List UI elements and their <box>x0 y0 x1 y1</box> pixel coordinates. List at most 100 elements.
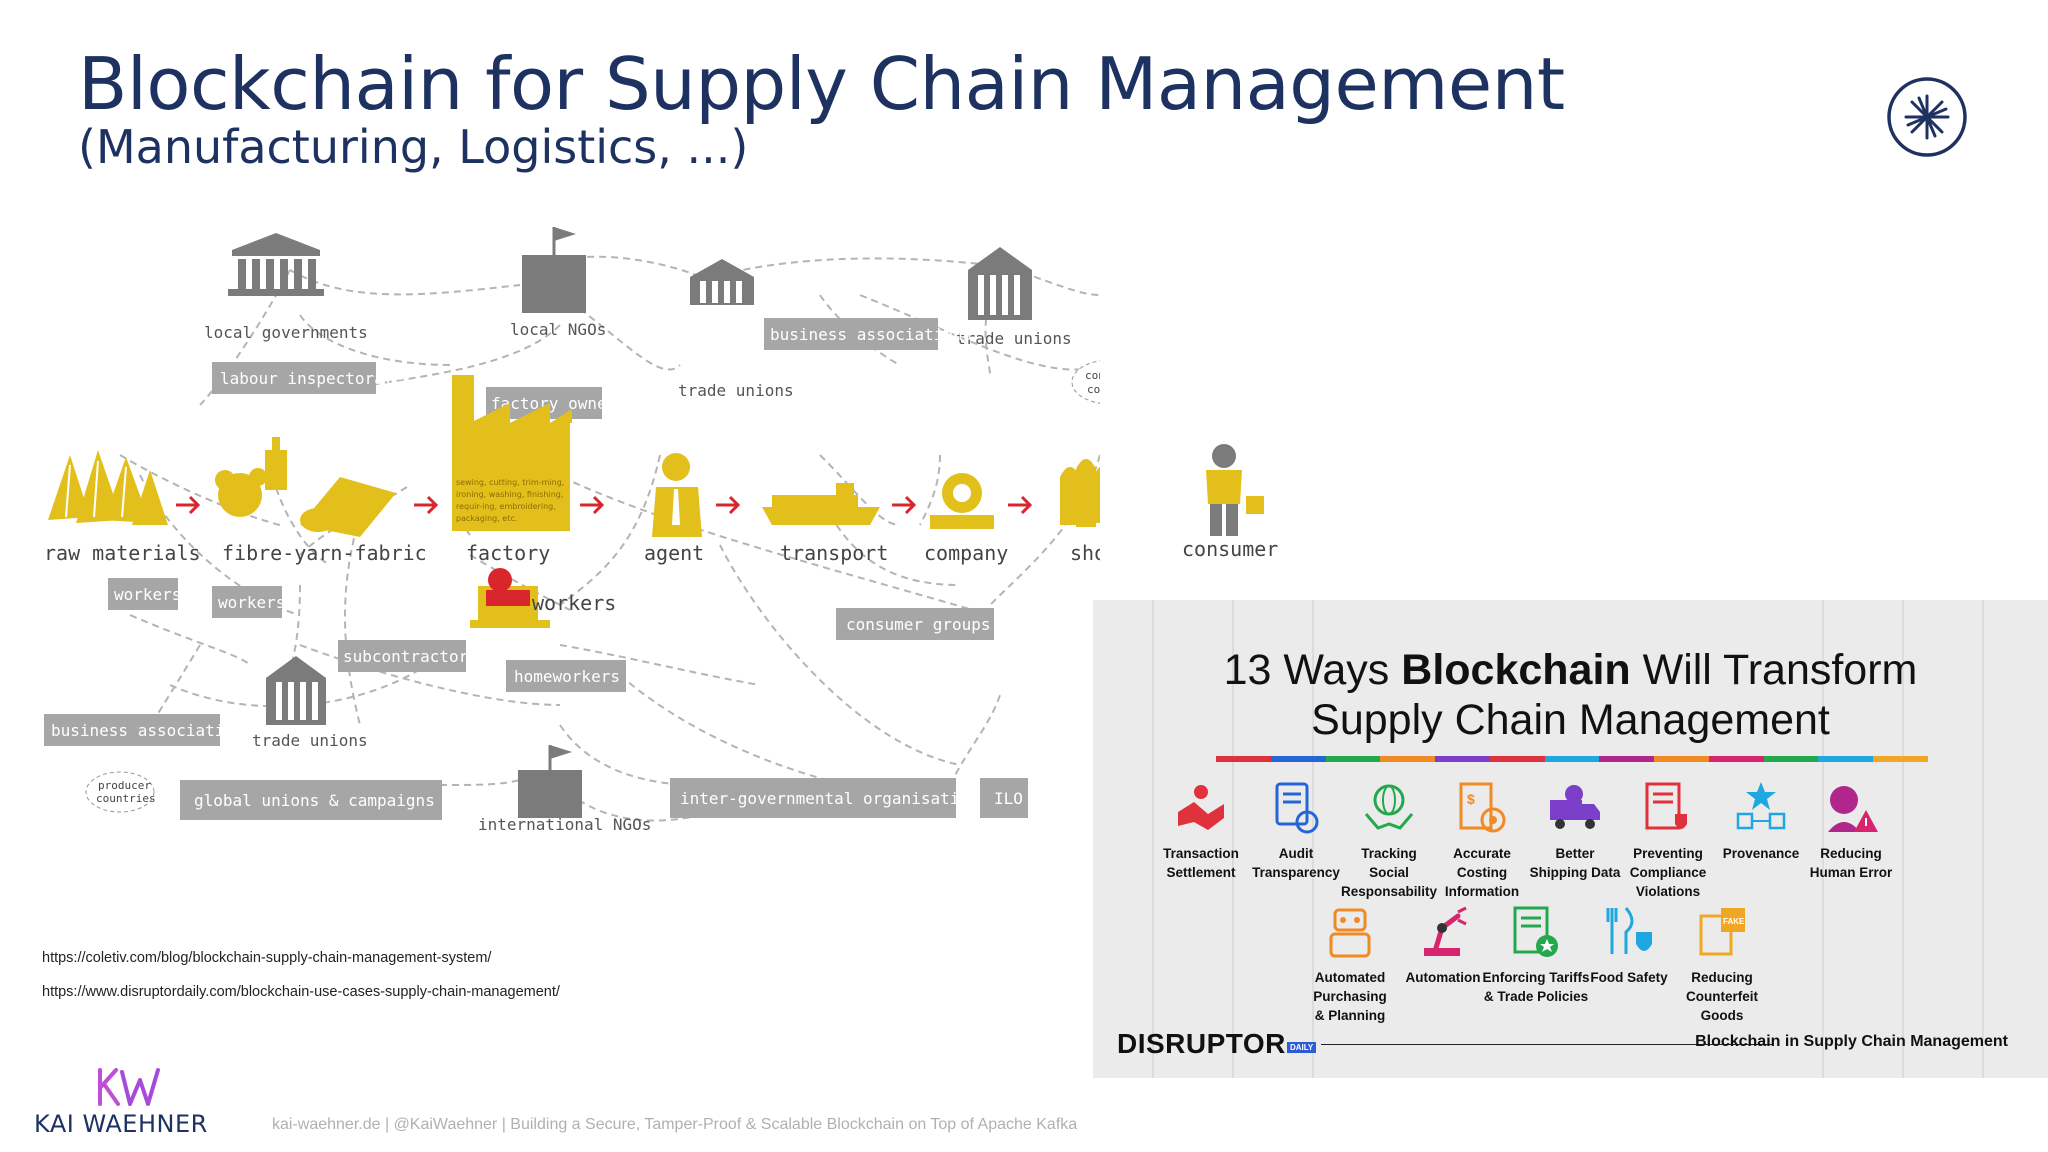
company-icon <box>930 473 994 529</box>
robot-icon <box>1329 908 1371 958</box>
chain-label-agent: agent <box>644 541 704 565</box>
panel-divider <box>1321 1044 1773 1045</box>
trade-unions-right-label: trade unions <box>956 329 1072 348</box>
color-bar-segment <box>1708 756 1764 762</box>
svg-text:ironing, washing, finishing,: ironing, washing, finishing, <box>456 490 563 499</box>
panel-background <box>1152 600 1984 1078</box>
consumer-icon <box>1206 444 1264 536</box>
box-homeworkers: homeworkers <box>506 660 626 692</box>
color-bar-segment <box>1216 756 1271 762</box>
costing-icon: $ <box>1459 782 1506 833</box>
color-bar-segment <box>1763 756 1819 762</box>
trade-unions-bottom-label: trade unions <box>252 731 368 750</box>
footer-text: kai-waehner.de | @KaiWaehner | Building … <box>272 1116 1078 1133</box>
compliance-icon <box>1645 782 1687 830</box>
svg-text:consumer groups: consumer groups <box>846 615 991 634</box>
svg-text:global unions & campaigns: global unions & campaigns <box>194 791 435 810</box>
box-workers-2: workers <box>212 586 285 618</box>
way-label: Food Safety <box>1590 970 1668 985</box>
workers-factory-label: workers <box>532 591 616 615</box>
chain-label-shop: shop <box>1070 541 1100 565</box>
panel-title-line1: 13 Ways Blockchain Will Transform <box>1223 646 1918 694</box>
handshake-icon <box>1178 785 1224 830</box>
workers-icon <box>470 568 550 628</box>
source-link-coletiv[interactable]: https://coletiv.com/blog/blockchain-supp… <box>42 950 492 966</box>
color-bar-segment <box>1873 756 1928 762</box>
trade-unions-top-label: trade unions <box>678 381 794 400</box>
box-labour-inspectorate: labour inspectorate <box>212 362 403 394</box>
color-bar-segment <box>1380 756 1436 762</box>
fabric-icon <box>215 437 396 537</box>
chain-label-transport: transport <box>780 541 888 565</box>
way-item: Enforcing Tariffs& Trade Policies <box>1479 900 1593 1006</box>
svg-text:producer: producer <box>98 779 151 792</box>
kai-waehner-name: KAI WAEHNER <box>34 1110 208 1138</box>
chain-label-fibre-yarn-fabric: fibre-yarn-fabric <box>222 541 427 565</box>
robot-arm-icon <box>1424 906 1467 956</box>
svg-text:FAKE: FAKE <box>1723 917 1745 926</box>
chain-label-factory: factory <box>466 541 550 565</box>
box-subcontractors: subcontractors <box>338 640 478 672</box>
trade-unions-right-icon <box>968 247 1032 320</box>
panel-caption: Blockchain in Supply Chain Management <box>1695 1033 2008 1050</box>
color-bar-segment <box>1489 756 1545 762</box>
supply-chain-diagram: local governments local NGOs trade union… <box>44 227 1100 822</box>
color-bar-segment <box>1818 756 1874 762</box>
globe-hands-icon <box>1364 784 1414 830</box>
color-bar-segment <box>1270 756 1326 762</box>
box-intergov: inter-governmental organisations <box>670 778 988 818</box>
svg-text:consumer: consumer <box>1085 369 1100 382</box>
source-link-disruptordaily[interactable]: https://www.disruptordaily.com/blockchai… <box>42 984 560 1000</box>
shop-icon <box>1060 459 1100 527</box>
box-consumer-groups: consumer groups <box>836 608 994 640</box>
color-bar-segment <box>1654 756 1709 762</box>
svg-text:subcontractors: subcontractors <box>343 647 478 666</box>
local-ngos-icon <box>522 227 586 313</box>
svg-text:ILO: ILO <box>994 789 1023 808</box>
audit-icon <box>1275 782 1319 834</box>
svg-text:inter-governmental organisatio: inter-governmental organisations <box>680 789 988 808</box>
way-label: Enforcing Tariffs& Trade Policies <box>1482 970 1590 1004</box>
way-item: Provenance <box>1704 776 1818 863</box>
box-workers-1: workers <box>108 578 181 610</box>
box-business-associations-top: business associations <box>764 318 972 350</box>
panel-color-bar <box>1216 756 1928 762</box>
international-ngos-icon <box>518 745 582 818</box>
provenance-icon <box>1736 782 1786 830</box>
starburst-circle-icon <box>1887 77 1967 157</box>
svg-text:$: $ <box>1467 791 1475 807</box>
svg-text:packaging, etc.: packaging, etc. <box>456 514 517 523</box>
svg-text:requir-ing, embroidering,: requir-ing, embroidering, <box>456 502 556 511</box>
tariffs-icon <box>1513 906 1558 957</box>
slide-title: Blockchain for Supply Chain Management <box>78 42 1565 126</box>
svg-text:labour inspectorate: labour inspectorate <box>220 369 403 388</box>
color-bar-segment <box>1435 756 1490 762</box>
trade-unions-bottom-icon <box>266 656 326 725</box>
panel-title-line2: Supply Chain Management <box>1311 696 1830 744</box>
ship-icon <box>762 483 880 525</box>
chain-arrows <box>176 495 1033 515</box>
svg-text:sewing, cutting, trim-ming,: sewing, cutting, trim-ming, <box>456 478 564 487</box>
color-bar-segment <box>1599 756 1655 762</box>
color-bar-segment <box>1544 756 1600 762</box>
trade-unions-top-icon <box>690 259 754 305</box>
svg-text:business associations: business associations <box>770 325 972 344</box>
svg-text:countries: countries <box>1087 383 1100 396</box>
food-safety-icon <box>1606 907 1652 954</box>
svg-text:workers: workers <box>114 585 181 604</box>
